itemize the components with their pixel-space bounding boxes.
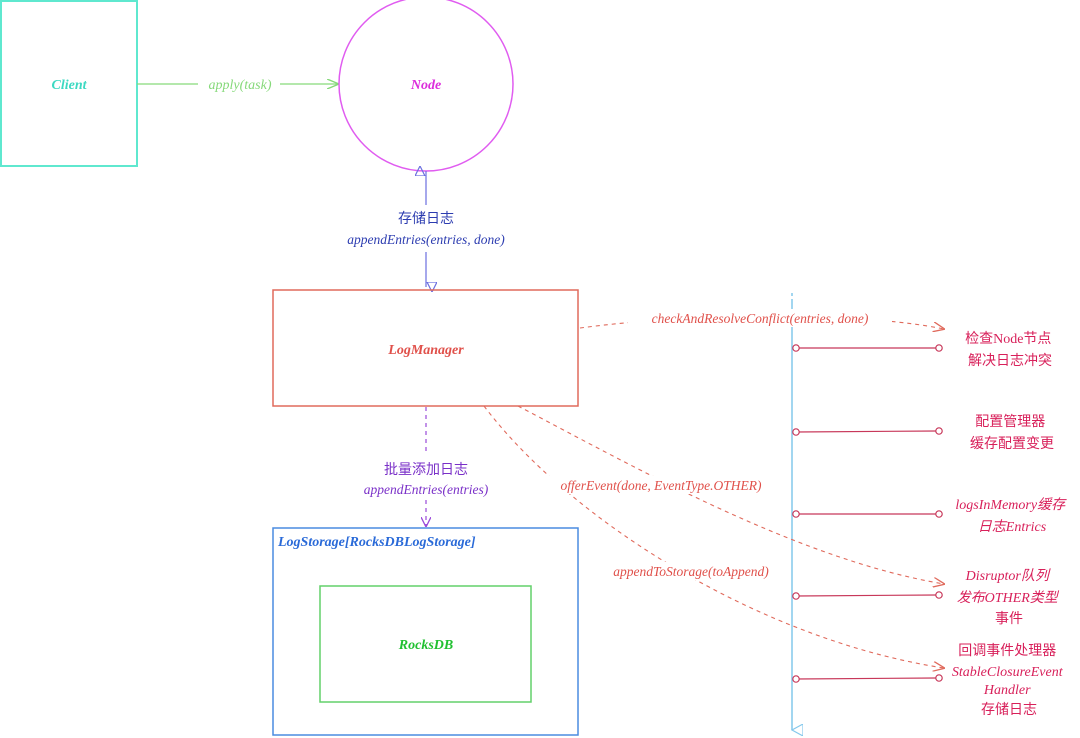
logmanager-box [272,289,579,407]
timeline-note-5-line-4: 存储日志 [981,702,1037,718]
timeline-note-1-line-1: 检查Node节点 [965,331,1051,347]
timeline-note-5-line-3: Handler [983,683,1031,698]
offer-event-label: offerEvent(done, EventType.OTHER) [560,478,762,493]
timeline-note-3-line-2: 日志Entrics [978,519,1047,535]
logstorage-label: LogStorage[RocksDBLogStorage] [277,535,476,550]
batch-call: appendEntries(entries) [364,482,489,497]
timeline-connector-2 [792,427,943,436]
logstorage-box [272,527,579,736]
timeline-note-5: 回调事件处理器 StableClosureEvent Handler 存储日志 [952,643,1066,718]
timeline-note-1: 检查Node节点 解决日志冲突 [965,331,1055,369]
batch-title: 批量添加日志 [384,462,468,478]
store-call: appendEntries(entries, done) [347,232,505,247]
node-label: Node [410,78,441,93]
store-title: 存储日志 [398,211,454,227]
timeline-note-4: Disruptor队列 发布OTHER类型 事件 [957,568,1062,627]
timeline-connector-5 [792,674,943,683]
timeline-note-4-line-1: Disruptor队列 [965,568,1051,584]
offer-event-arrow [517,405,944,584]
logmanager-label: LogManager [387,343,464,358]
timeline-note-5-line-1: 回调事件处理器 [958,643,1056,659]
client-label: Client [51,78,87,93]
timeline-note-4-line-2: 发布OTHER类型 [957,590,1060,606]
timeline-connector-1 [792,344,943,352]
timeline-note-3-line-1: logsInMemory缓存 [955,497,1067,513]
timeline-connector-4 [792,591,943,600]
timeline-note-4-line-3: 事件 [995,611,1023,627]
timeline-connector-3 [792,510,943,518]
check-conflict-label: checkAndResolveConflict(entries, done) [652,311,869,326]
timeline-note-1-line-2: 解决日志冲突 [968,353,1052,369]
apply-label: apply(task) [209,78,272,93]
append-storage-arrow [483,405,944,668]
timeline-note-2-line-1: 配置管理器 [975,414,1045,430]
timeline-note-5-line-2: StableClosureEvent [952,665,1064,680]
rocksdb-box [319,585,532,703]
timeline-note-2-line-2: 缓存配置变更 [970,436,1054,452]
append-storage-label: appendToStorage(toAppend) [613,564,769,579]
timeline-note-3: logsInMemory缓存 日志Entrics [955,497,1068,535]
timeline-note-2: 配置管理器 缓存配置变更 [970,414,1054,452]
rocksdb-label: RocksDB [398,638,453,653]
